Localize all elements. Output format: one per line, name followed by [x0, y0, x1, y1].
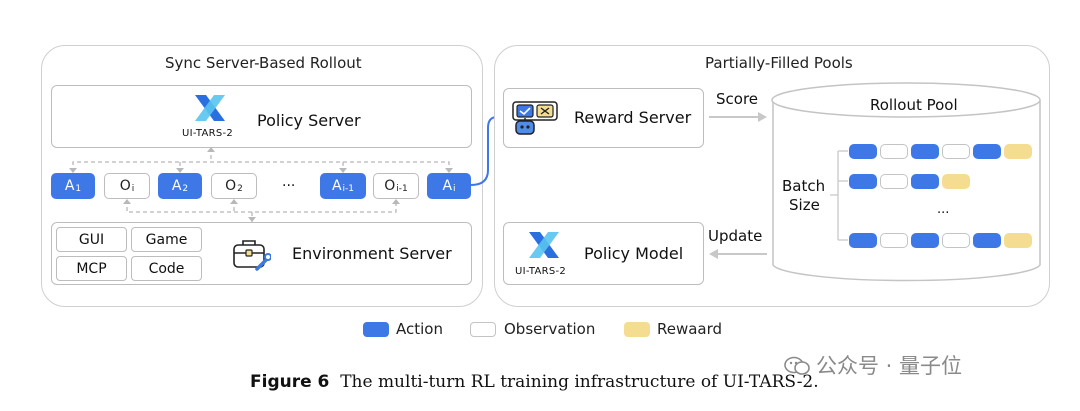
- pool-row3-observation: [942, 233, 970, 248]
- env-code: Code: [131, 256, 202, 281]
- partially-filled-pools-title: Partially-Filled Pools: [705, 54, 853, 72]
- pool-row3-action: [849, 233, 877, 248]
- pool-row3-observation: [880, 233, 908, 248]
- pool-row1-action: [849, 144, 877, 159]
- legend-observation-swatch: [470, 322, 496, 337]
- update-label: Update: [708, 227, 763, 245]
- policy-server-box: [51, 85, 472, 148]
- batch-size-label-line2: Size: [789, 196, 820, 214]
- rollout-pool-title: Rollout Pool: [870, 96, 958, 114]
- ui-tars-logo-icon: [195, 95, 225, 121]
- pool-row3-reward: [1004, 233, 1032, 248]
- wechat-icon: [784, 356, 810, 376]
- figure-caption: Figure 6 The multi-turn RL training infr…: [250, 372, 819, 392]
- env-mcp: MCP: [56, 256, 127, 281]
- toolbox-icon: [233, 240, 271, 271]
- pool-row1-observation: [880, 144, 908, 159]
- rollout-pool-ellipsis: ...: [937, 202, 950, 217]
- watermark: 公众号 · 量子位: [784, 350, 962, 380]
- pool-row1-reward: [1004, 144, 1032, 159]
- pool-row1-action: [911, 144, 939, 159]
- pool-row2-action: [911, 174, 939, 189]
- pool-row2-observation: [880, 174, 908, 189]
- legend-observation-label: Observation: [504, 320, 596, 338]
- score-label: Score: [716, 90, 759, 108]
- robot-icon: [512, 101, 558, 135]
- env-game: Game: [131, 227, 202, 252]
- legend-reward-swatch: [624, 322, 650, 337]
- policy-server-label: Policy Server: [257, 111, 361, 130]
- pool-row1-observation: [942, 144, 970, 159]
- policy-model-label: Policy Model: [584, 244, 684, 263]
- legend-reward-label: Rewaard: [657, 320, 723, 338]
- sequence-ellipsis: ...: [282, 174, 296, 190]
- pool-row2-action: [849, 174, 877, 189]
- pool-row3-action: [973, 233, 1001, 248]
- figure-caption-text: The multi-turn RL training infrastructur…: [340, 372, 819, 392]
- env-gui: GUI: [56, 227, 127, 252]
- pool-row1-action: [973, 144, 1001, 159]
- policy-model-logo-text: UI-TARS-2: [515, 266, 567, 277]
- legend-action-swatch: [363, 322, 389, 337]
- legend-action-label: Action: [396, 320, 443, 338]
- ui-tars-logo-icon-2: [529, 232, 559, 258]
- pool-row2-reward: [942, 174, 970, 189]
- environment-server-label: Environment Server: [292, 244, 452, 263]
- batch-size-label-line1: Batch: [782, 177, 826, 195]
- watermark-text: 公众号 · 量子位: [816, 354, 963, 378]
- reward-server-label: Reward Server: [574, 108, 692, 127]
- policy-server-logo-text: UI-TARS-2: [182, 128, 234, 139]
- sync-rollout-title: Sync Server-Based Rollout: [165, 54, 362, 72]
- pool-row3-action: [911, 233, 939, 248]
- figure-caption-prefix: Figure 6: [250, 372, 330, 392]
